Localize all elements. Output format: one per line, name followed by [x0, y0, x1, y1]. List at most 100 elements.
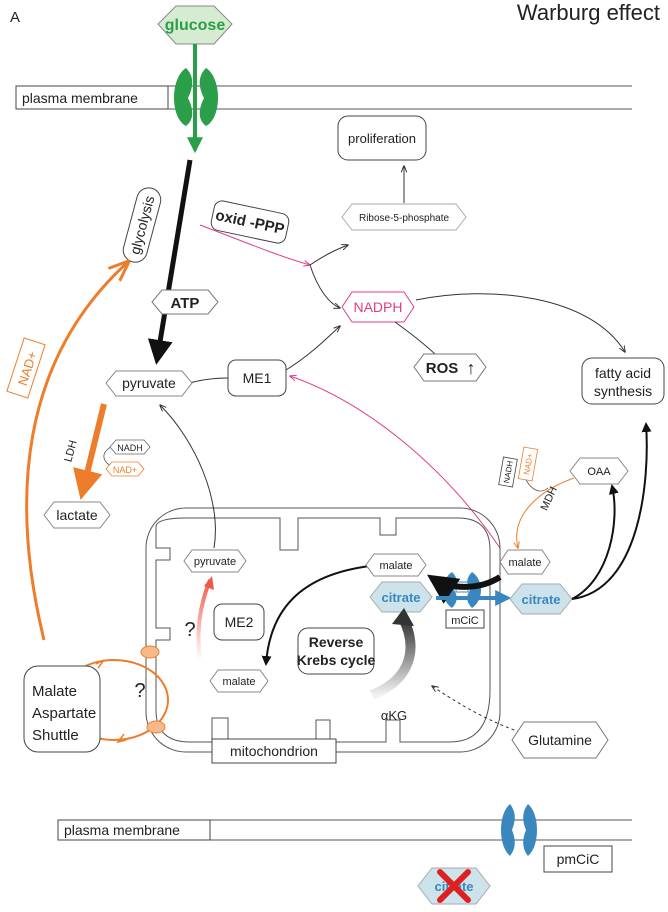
mcic-node: mCiC — [445, 609, 485, 629]
malate-mito-right-node: malate — [365, 553, 427, 577]
shuttle-label-3: Shuttle — [32, 727, 79, 744]
nad-regeneration-arrow — [25, 262, 128, 641]
malate-cyto-node: malate — [499, 549, 551, 575]
ppp-arrow — [199, 224, 310, 265]
ribose-5-phosphate-node: Ribose-5-phosphate — [341, 203, 467, 231]
pyruvate-cyto-label: pyruvate — [122, 375, 176, 391]
pmcic-transporter-icon — [501, 804, 537, 856]
akg-label: αKG — [381, 708, 407, 723]
oaa-label: OAA — [587, 466, 611, 478]
nadph-to-fas-arrow — [415, 293, 625, 352]
mitochondrion-label: mitochondrion — [230, 743, 318, 759]
ldh-label: LDH — [62, 439, 79, 463]
mdh-label: MDH — [539, 485, 560, 513]
citrate-mito-node: citrate — [369, 581, 433, 613]
r5p-arrow — [309, 245, 348, 266]
glycolysis-arrow — [147, 159, 193, 365]
ros-label: ROS — [426, 360, 459, 377]
mcic-transporter-icon — [443, 572, 481, 608]
malate-mito-left-node: malate — [209, 669, 269, 693]
glutamine-arrow — [432, 686, 521, 733]
pyruvate-cyto-node: pyruvate — [105, 370, 193, 397]
nad-mdh-node: NAD+ — [517, 446, 539, 482]
malate-mito-right-label: malate — [379, 560, 412, 572]
proliferation-node: proliferation — [337, 115, 427, 161]
me2-arrow — [196, 579, 212, 661]
glucose-transporter-icon — [174, 68, 218, 126]
pyruvate-mito-label: pyruvate — [194, 556, 236, 568]
citrate-to-fas-arrow — [571, 422, 652, 600]
plasma-membrane-top-label: plasma membrane — [22, 90, 138, 106]
glucose-node: glucose — [157, 5, 233, 45]
nadh-mdh-label: NADH — [502, 460, 515, 484]
malate-to-me1-arrow — [290, 376, 501, 549]
lactate-node: lactate — [43, 501, 111, 529]
nadph-arrow — [309, 264, 340, 308]
me1-label: ME1 — [243, 370, 272, 386]
blocked-cross-icon — [437, 869, 471, 903]
citrate-cyto-label: citrate — [521, 592, 560, 607]
atp-label: ATP — [171, 295, 200, 312]
me2-node: ME2 — [213, 603, 265, 641]
reverse-krebs-label-2: Krebs cycle — [297, 652, 376, 668]
me2-label: ME2 — [225, 614, 254, 630]
reverse-krebs-arrowhead-icon — [392, 608, 414, 626]
shuttle-question: ? — [134, 680, 145, 702]
lactate-label: lactate — [56, 507, 97, 523]
glucose-label: glucose — [165, 17, 226, 34]
malate-cyto-label: malate — [508, 557, 541, 569]
glutamine-node: Glutamine — [511, 721, 609, 759]
plasma-membrane-bottom-label: plasma membrane — [64, 822, 180, 838]
pmcic-node: pmCiC — [543, 845, 613, 873]
panel-letter: A — [10, 9, 20, 26]
atp-node: ATP — [151, 289, 219, 315]
shuttle-label-1: Malate — [32, 683, 77, 700]
reverse-krebs-arrow — [370, 617, 416, 700]
nadh-ldh-node: NADH — [109, 439, 151, 455]
reverse-krebs-label-1: Reverse — [309, 634, 364, 650]
fatty-acid-label-2: synthesis — [594, 383, 652, 399]
glutamine-label: Glutamine — [528, 732, 592, 748]
malate-import-arrow — [427, 574, 502, 604]
malate-mito-left-label: malate — [222, 676, 255, 688]
plasma-membrane-bottom: plasma membrane — [57, 819, 632, 841]
citrate-to-oaa-arrow — [571, 484, 619, 600]
plasma-membrane-top: plasma membrane — [15, 85, 632, 110]
malate-aspartate-shuttle-cycle — [59, 645, 169, 744]
diagram-title: Warburg effect — [517, 0, 660, 25]
citrate-mito-label: citrate — [381, 590, 420, 605]
nadh-ldh-label: NADH — [117, 443, 143, 453]
mdh-arrow — [517, 477, 575, 548]
ros-increase-icon: ↑ — [467, 358, 476, 378]
me2-arrowhead-icon — [204, 576, 214, 590]
oaa-node: OAA — [569, 457, 629, 485]
nad-mdh-label: NAD+ — [522, 452, 535, 475]
nadph-label: NADPH — [353, 299, 402, 315]
nadh-mdh-node: NADH — [498, 456, 518, 488]
malate-aspartate-shuttle-node: Malate Aspartate Shuttle — [23, 665, 101, 753]
citrate-cyto-node: citrate — [509, 583, 573, 615]
mitochondrion-label-box: mitochondrion — [211, 738, 337, 764]
glycolysis-node: glycolysis — [122, 187, 162, 263]
proliferation-label: proliferation — [348, 131, 416, 146]
me1-node: ME1 — [227, 359, 287, 397]
nad-shuttle-node: NAD+ — [6, 337, 46, 399]
ros-node: ROS ↑ — [413, 353, 487, 382]
mcic-label: mCiC — [451, 615, 479, 627]
mito-pyruvate-export-arrow — [160, 405, 216, 549]
oxid-ppp-node: oxid -PPP — [210, 200, 290, 244]
ldh-arrow — [73, 403, 107, 500]
me1-to-nadph-arrow — [285, 326, 340, 371]
ribose-5-phosphate-label: Ribose-5-phosphate — [359, 213, 449, 224]
pmcic-label: pmCiC — [557, 851, 600, 867]
nad-ldh-label: NAD+ — [113, 465, 137, 475]
fatty-acid-label-1: fatty acid — [595, 365, 651, 381]
malate-reduction-arrow — [261, 565, 371, 666]
me2-question: ? — [184, 619, 195, 641]
reverse-krebs-node: Reverse Krebs cycle — [297, 627, 376, 675]
nad-ldh-node: NAD+ — [105, 461, 145, 477]
fatty-acid-synthesis-node: fatty acid synthesis — [581, 357, 665, 405]
pyruvate-mito-node: pyruvate — [183, 549, 247, 573]
nadph-node: NADPH — [341, 291, 415, 323]
